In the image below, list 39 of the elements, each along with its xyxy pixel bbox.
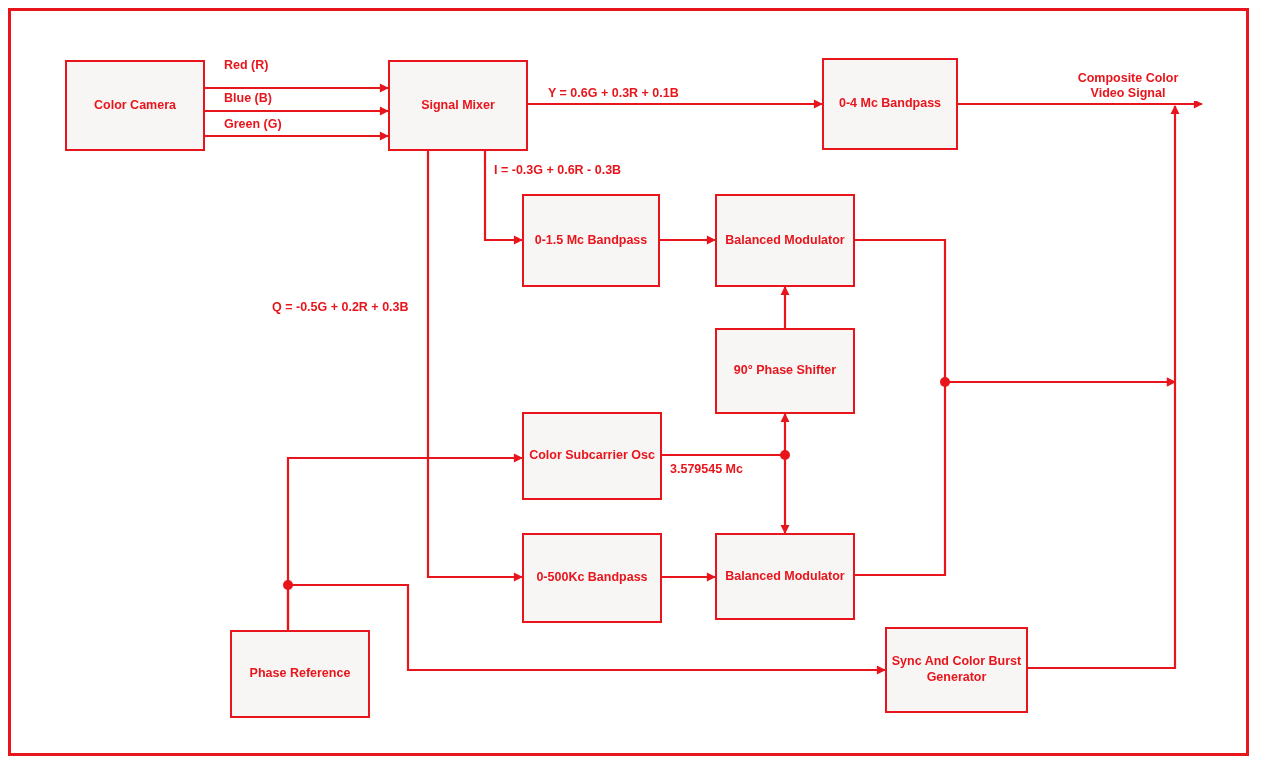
block-label: 90° Phase Shifter <box>733 363 837 379</box>
signal-arrow <box>426 151 523 582</box>
block-box <box>715 328 855 414</box>
signal-arrow <box>483 151 523 245</box>
block-box <box>522 412 662 500</box>
signal-arrow <box>205 83 389 93</box>
edge-label: Q = -0.5G + 0.2R + 0.3B <box>270 300 411 315</box>
block-box <box>715 194 855 287</box>
edge-label: Red (R) <box>222 58 271 73</box>
block-label: Balanced Modulator <box>725 232 845 249</box>
block-label: 0-500Kc Bandpass <box>536 570 648 586</box>
signal-arrow <box>205 106 389 116</box>
block-label: 0-4 Mc Bandpass <box>838 96 942 112</box>
signal-arrow <box>855 377 1176 577</box>
signal-arrow <box>780 286 790 328</box>
block-label: Phase Reference <box>249 666 351 682</box>
edge-label: Blue (B) <box>222 91 274 106</box>
block-box <box>522 194 660 287</box>
block-box <box>715 533 855 620</box>
block-label: Color Subcarrier Osc <box>529 448 655 464</box>
block-box <box>822 58 958 150</box>
block-label: 0-1.5 Mc Bandpass <box>534 232 648 249</box>
block-box <box>885 627 1028 713</box>
block-box <box>388 60 528 151</box>
signal-arrow <box>286 583 886 675</box>
block-label: Sync And Color Burst Generator <box>891 654 1022 686</box>
block-label: Balanced Modulator <box>725 568 845 585</box>
block-label: Color Camera <box>94 97 176 114</box>
block-box <box>65 60 205 151</box>
block-box <box>230 630 370 718</box>
signal-arrow <box>205 131 389 141</box>
signal-arrow <box>1028 105 1180 670</box>
block-label: Signal Mixer <box>421 97 495 114</box>
edge-label: Green (G) <box>222 117 284 132</box>
block-box <box>522 533 662 623</box>
signal-arrow <box>958 99 1203 109</box>
signal-arrow <box>662 572 716 582</box>
signal-arrow <box>528 99 823 109</box>
signal-arrow <box>660 235 716 245</box>
